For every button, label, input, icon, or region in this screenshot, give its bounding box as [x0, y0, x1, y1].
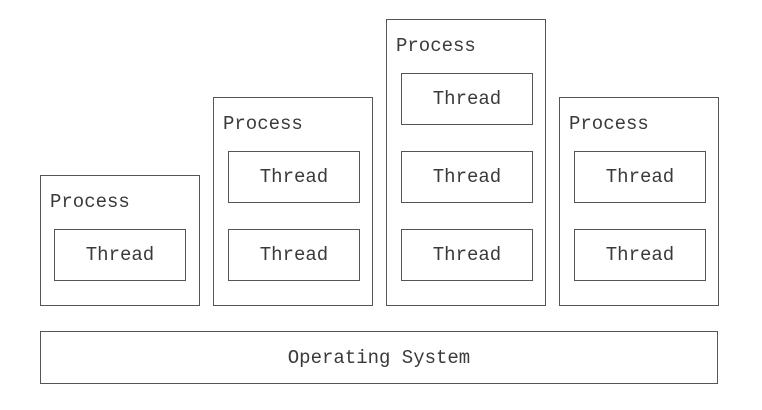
thread-box: Thread: [54, 229, 186, 281]
process-label: Process: [223, 113, 303, 135]
thread-box: Thread: [574, 151, 706, 203]
process-label: Process: [569, 113, 649, 135]
thread-box: Thread: [228, 229, 360, 281]
thread-box: Thread: [401, 229, 533, 281]
process-label: Process: [50, 191, 130, 213]
thread-box: Thread: [228, 151, 360, 203]
process-box-1: Process Thread: [40, 175, 200, 306]
thread-box: Thread: [401, 151, 533, 203]
process-label: Process: [396, 35, 476, 57]
process-box-4: Process Thread Thread: [559, 97, 719, 306]
operating-system-box: Operating System: [40, 331, 718, 384]
thread-box: Thread: [574, 229, 706, 281]
process-box-3: Process Thread Thread Thread: [386, 19, 546, 306]
thread-box: Thread: [401, 73, 533, 125]
process-box-2: Process Thread Thread: [213, 97, 373, 306]
